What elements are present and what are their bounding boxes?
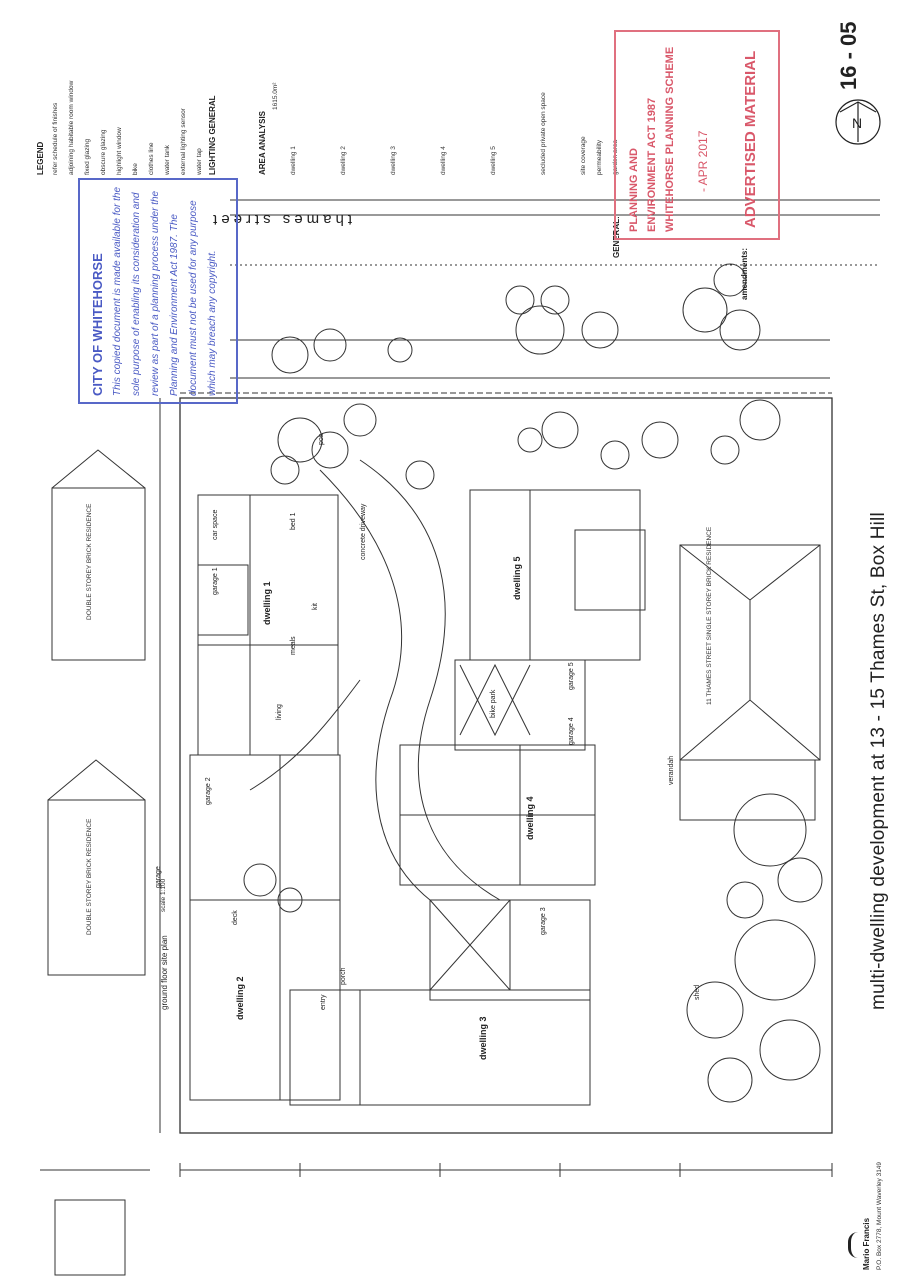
legend-item-7: water tank: [164, 145, 171, 175]
garage-4-label: garage 4: [568, 717, 575, 745]
neighbour-east-note: 11 THAMES STREET SINGLE STOREY BRICK RES…: [706, 526, 713, 705]
legend-item-4: highlight window: [116, 127, 123, 175]
kit-label: kit: [312, 603, 319, 610]
north-arrow: N: [835, 99, 881, 145]
dwelling-1-label: dwelling 1: [262, 581, 272, 625]
area-row-0: dwelling 1: [290, 146, 297, 175]
advertised-stamp: PLANNING AND ENVIRONMENT ACT 1987 WHITEH…: [614, 30, 780, 240]
bed-1-label: bed 1: [290, 512, 297, 530]
dwelling-2-label: dwelling 2: [235, 976, 245, 1020]
architect-logo-icon: [848, 1232, 861, 1258]
area-row-4: dwelling 5: [490, 146, 497, 175]
area-row-5: secluded private open space: [540, 92, 547, 175]
bike-park-label: bike park: [490, 689, 497, 718]
meals-label: meals: [290, 636, 297, 655]
legend-item-6: clothes line: [148, 142, 155, 175]
dwelling-4-label: dwelling 4: [525, 796, 535, 840]
driveway-label: concrete driveway: [360, 503, 367, 560]
area-row-7: permeability: [596, 139, 603, 175]
dwelling-3-label: dwelling 3: [478, 1016, 488, 1060]
council-stamp-body: This copied document is made available f…: [112, 186, 218, 396]
drawing-title: multi-dwelling development at 13 - 15 Th…: [868, 512, 889, 1010]
deck-label: deck: [232, 910, 239, 925]
area-analysis-heading: AREA ANALYSIS: [258, 110, 267, 175]
advertised-line3: WHITEHORSE PLANNING SCHEME: [664, 46, 676, 232]
legend-item-1: adjoining habitable room window: [68, 80, 75, 175]
garage-3-label: garage 3: [540, 907, 547, 935]
porch-label: porch: [340, 967, 347, 985]
legend-item-5: bike: [132, 163, 139, 175]
drawing-subtitle: ground floor site plan: [160, 935, 169, 1010]
neighbour-garage-label: garage: [155, 866, 162, 888]
garage-5-label: garage 5: [568, 662, 575, 690]
council-stamp-heading: CITY OF WHITEHORSE: [90, 253, 105, 396]
legend-item-0: refer schedule of finishes: [52, 102, 59, 175]
legend-item-9: water tap: [196, 148, 203, 175]
shed-label: shed: [694, 984, 701, 1000]
dwelling-5-label: dwelling 5: [512, 556, 522, 600]
entry-label: entry: [320, 994, 327, 1010]
advertised-date: - APR 2017: [696, 130, 710, 192]
neighbour-north-note: DOUBLE STOREY BRICK RESIDENCE: [86, 503, 93, 620]
garage-1-label: garage 1: [212, 567, 219, 595]
legend-heading: LEGEND: [36, 141, 45, 175]
area-row-2: dwelling 3: [390, 146, 397, 175]
sheet-number: 16 - 05: [836, 21, 861, 91]
living-label: living: [276, 704, 283, 720]
advertised-line1: PLANNING AND: [628, 148, 640, 232]
architect-contact: P.O. Box 2778, Mount Waverley 3149: [876, 1161, 883, 1270]
garage-2-label: garage 2: [205, 777, 212, 805]
advertised-line2: ENVIRONMENT ACT 1987: [646, 97, 658, 232]
pos-label: pos: [318, 433, 325, 445]
council-stamp: CITY OF WHITEHORSE This copied document …: [78, 178, 238, 404]
legend-item-3: obscure glazing: [100, 129, 107, 175]
svg-text:N: N: [852, 115, 862, 131]
architect-name: Mario Francis: [862, 1217, 871, 1270]
site-area-value: 1615.0m²: [272, 82, 279, 110]
area-row-1: dwelling 2: [340, 146, 347, 175]
area-row-6: site coverage: [580, 136, 587, 175]
lighting-heading: LIGHTING GENERAL: [208, 95, 217, 175]
legend-item-2: fixed glazing: [84, 138, 91, 175]
amendments-heading: amendments:: [740, 247, 749, 300]
verandah-label: verandah: [668, 755, 675, 785]
car-space-label: car space: [212, 509, 219, 540]
area-row-3: dwelling 4: [440, 146, 447, 175]
legend-item-8: external lighting sensor: [180, 108, 187, 175]
neighbour-south-note: DOUBLE STOREY BRICK RESIDENCE: [86, 818, 93, 935]
advertised-label: ADVERTISED MATERIAL: [742, 50, 759, 228]
